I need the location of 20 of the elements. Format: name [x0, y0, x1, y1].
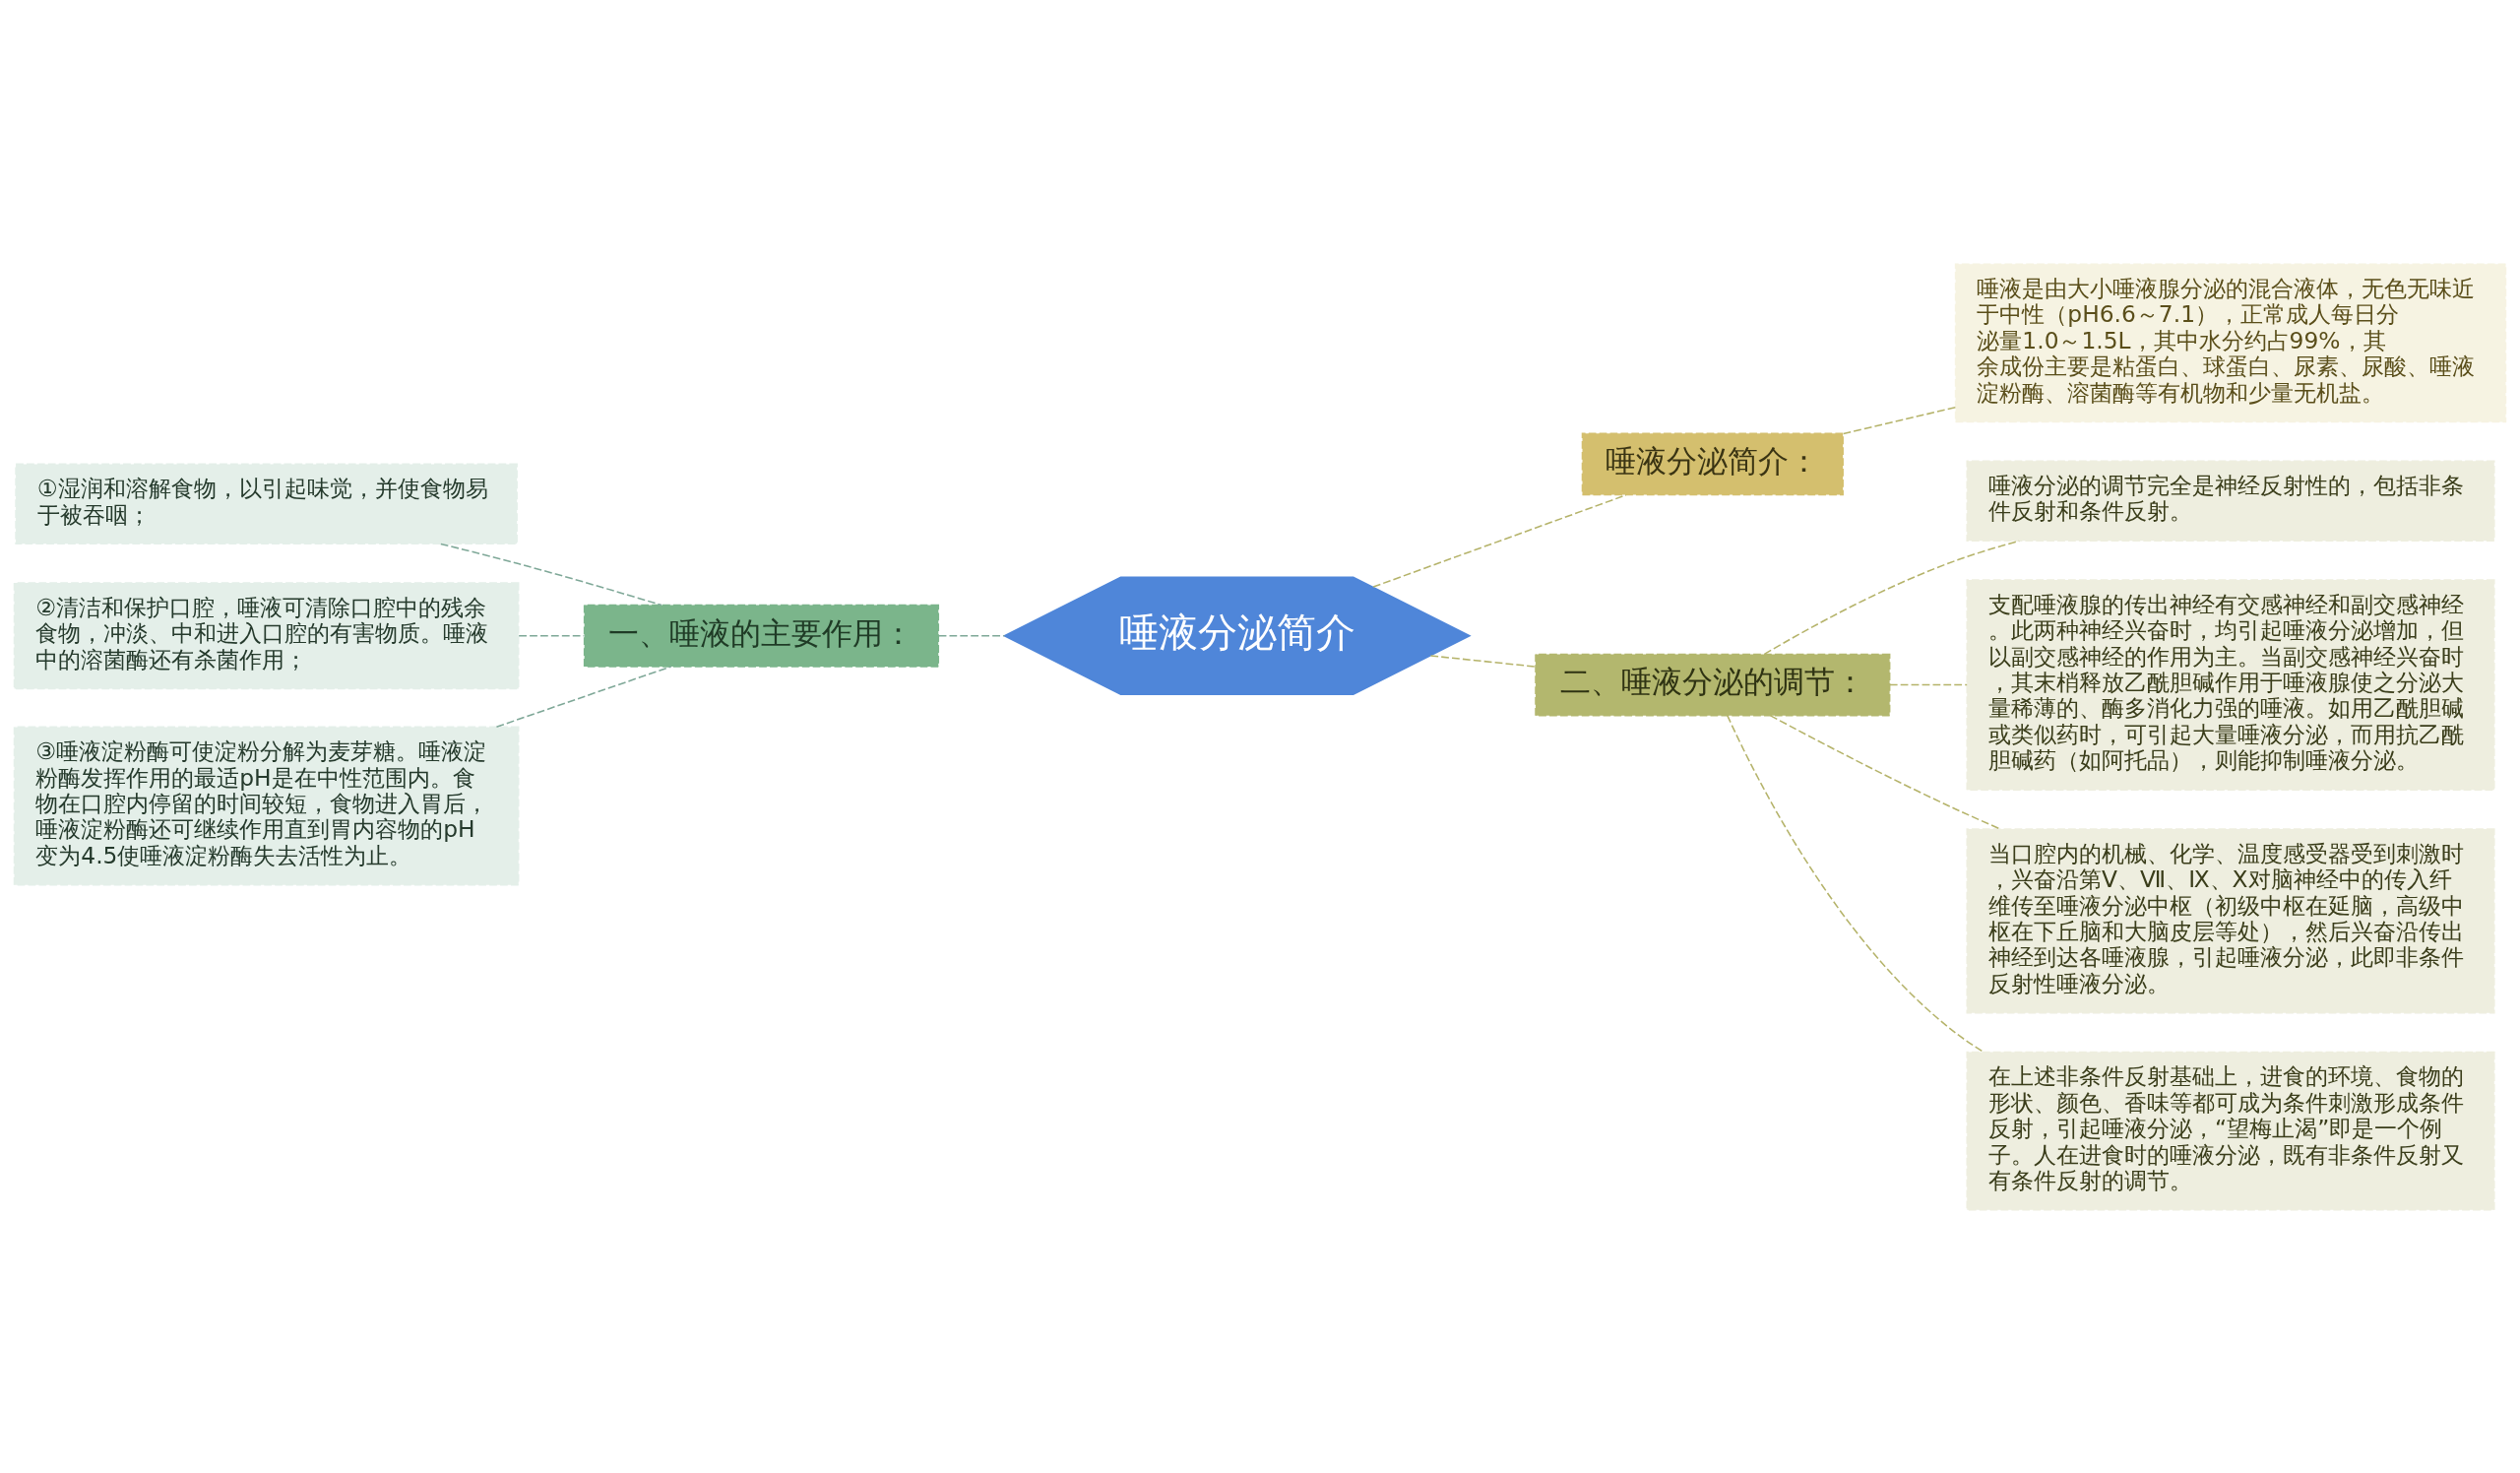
connector [1769, 714, 2000, 829]
node-box: ①湿润和溶解食物，以引起味觉，并使食物易于被吞咽； [15, 463, 518, 544]
node-box: 在上述非条件反射基础上，进食的环境、食物的形状、颜色、香味等都可成为条件刺激形成条件反射，引起唾液分泌，“望梅止渴”即是一个例子。人在进食时的唾液分泌，既有非条件反射又有条件反射的调节。 [1966, 1051, 2495, 1211]
node-box: 唾液分泌的调节完全是神经反射性的，包括非条件反射和条件反射。 [1966, 460, 2495, 542]
connector [1429, 654, 1537, 668]
connector [440, 543, 662, 606]
node-box: 二、唾液分泌的调节： [1535, 653, 1891, 716]
node-box: 支配唾液腺的传出神经有交感神经和副交感神经。此两种神经兴奋时，均引起唾液分泌增加，但以副交感神经的作用为主。当副交感神经兴奋时，其末梢释放乙酰胆碱作用于唾液腺使之分泌大量稀薄的、酶多消化力强的唾液。如用乙酰胆碱或类似药时，可引起大量唾液分泌，而用抗乙酰胆碱药（如阿托品），则能抑制唾液分泌。 [1966, 578, 2495, 791]
connector [1372, 493, 1627, 588]
node-box: ②清洁和保护口腔，唾液可清除口腔中的残余食物，冲淡、中和进入口腔的有害物质。唾液中的溶菌酶还有杀菌作用； [13, 581, 520, 689]
node-box: 唾液分泌简介： [1581, 431, 1844, 495]
connector [938, 634, 1006, 637]
connector [495, 665, 672, 728]
connector [1889, 683, 1968, 685]
node-box: 一、唾液的主要作用： [583, 604, 940, 668]
connector [1842, 406, 1957, 434]
node-box: 唾液是由大小唾液腺分泌的混合液体，无色无味近于中性（pH6.6～7.1），正常成人每日分泌量1.0～1.5L，其中水分约占99%，其余成份主要是粘蛋白、球蛋白、尿素、尿酸、唾液淀粉酶、溶菌酶等有机物和少量无机盐。 [1954, 262, 2507, 422]
connector [1727, 714, 1984, 1053]
node-box: ③唾液淀粉酶可使淀粉分解为麦芽糖。唾液淀粉酶发挥作用的最适pH是在中性范围内。食物在口腔内停留的时间较短，食物进入胃后，唾液淀粉酶还可继续作用直到胃内容物的pH变为4.5使唾液淀粉酶失去活性为止。 [13, 726, 520, 885]
node-box: 当口腔内的机械、化学、温度感受器受到刺激时，兴奋沿第Ⅴ、Ⅶ、Ⅸ、Ⅹ对脑神经中的传入纤维传至唾液分泌中枢（初级中枢在延脑，高级中枢在下丘脑和大脑皮层等处），然后兴奋沿传出神经到达各唾液腺，引起唾液分泌，此即非条件反射性唾液分泌。 [1966, 827, 2495, 1013]
